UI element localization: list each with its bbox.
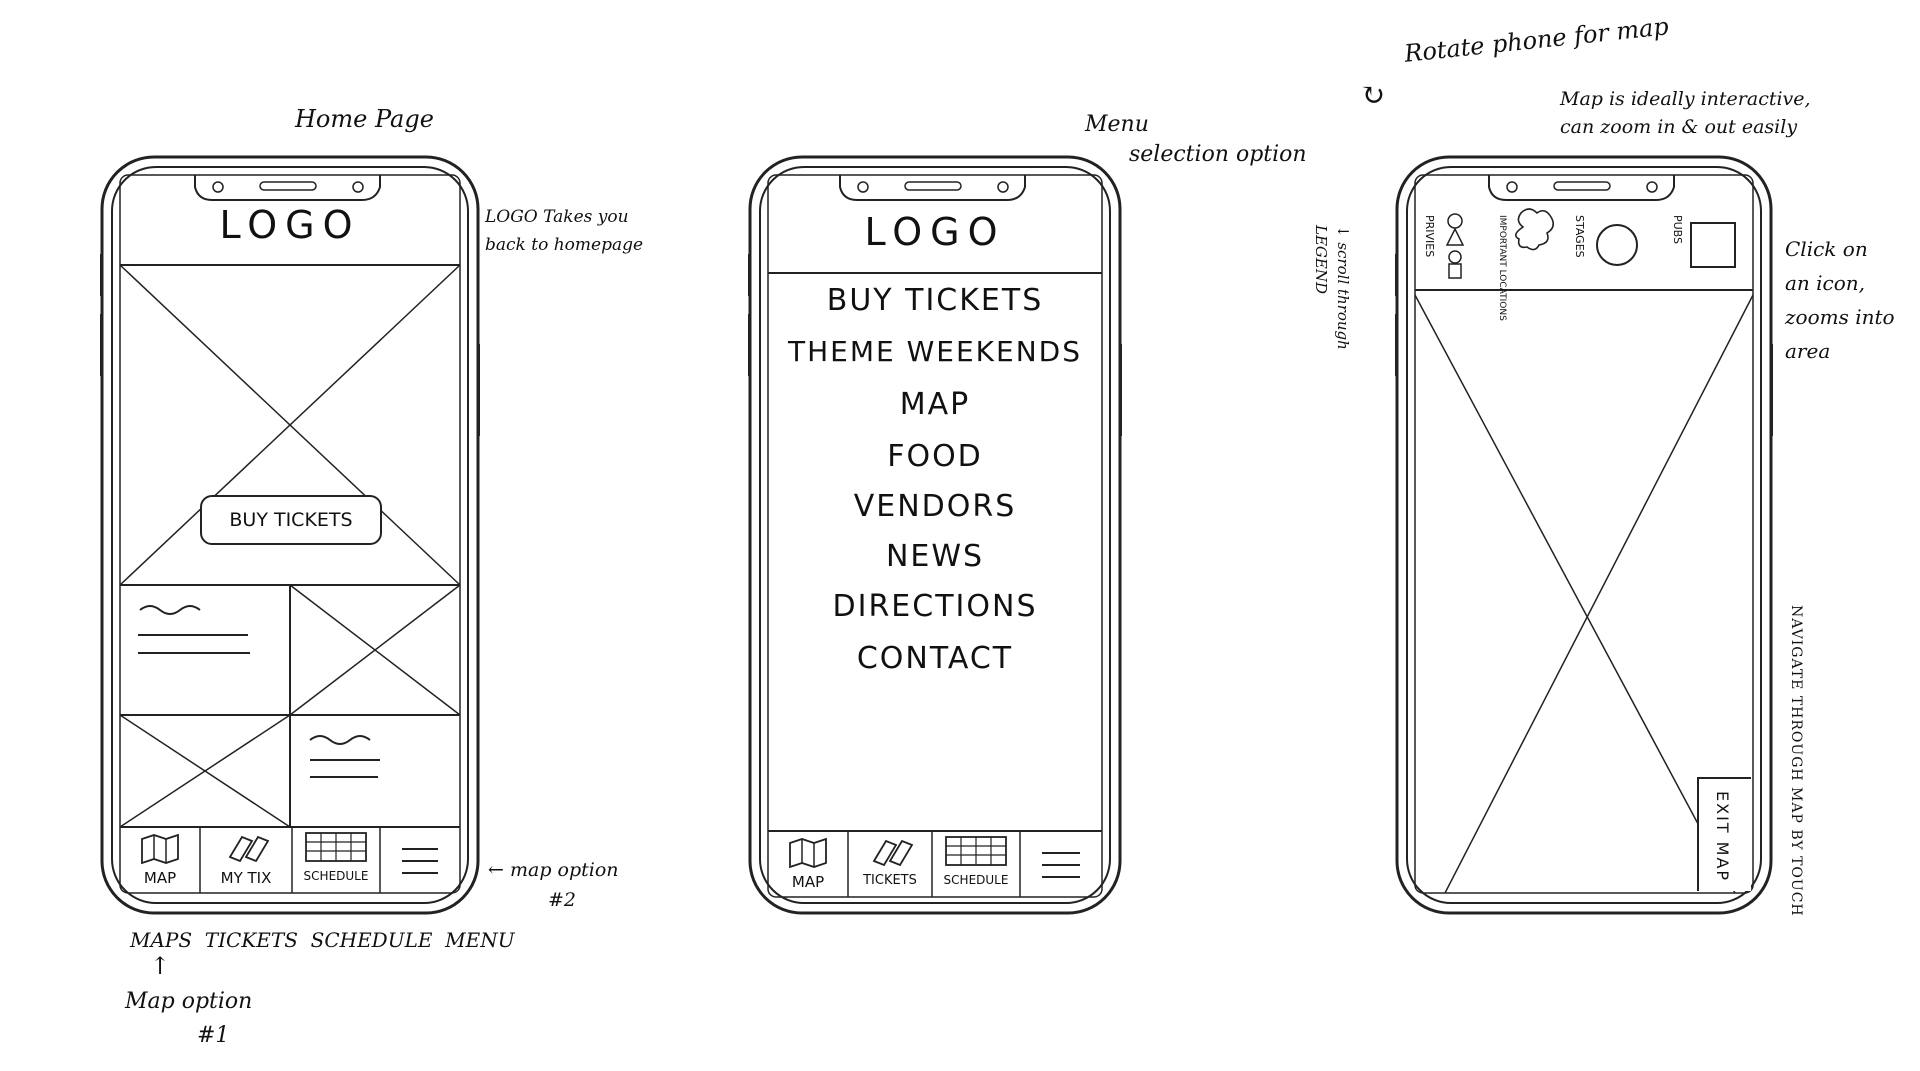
nav-tickets-2-label: TICKETS <box>863 873 917 888</box>
annotation-click-icon-line3: zooms into <box>1785 305 1895 329</box>
nav-menu[interactable] <box>380 827 460 893</box>
annotation-click-icon-line4: area <box>1785 339 1831 363</box>
nav-schedule[interactable]: SCHEDULE <box>292 827 380 893</box>
legend-stages[interactable]: STAGES <box>1573 215 1586 258</box>
annotation-map-interactive-line1: Map is ideally interactive, <box>1560 88 1811 110</box>
nav-map-2-label: MAP <box>791 873 825 891</box>
annotation-home-page: Home Page <box>295 105 434 133</box>
menu-logo[interactable]: LOGO <box>864 210 1006 254</box>
hamburger-icon <box>402 848 438 874</box>
nav-schedule-2-label: SCHEDULE <box>943 873 1009 887</box>
stages-icon <box>1596 224 1638 266</box>
annotation-menu-line1: Menu <box>1085 112 1149 137</box>
annotation-scroll-legend: ↓ scroll through LEGEND <box>1310 225 1354 350</box>
annotation-map-interactive: Map is ideally interactive, can zoom in … <box>1560 85 1811 141</box>
nav-map-2[interactable]: MAP <box>768 831 848 897</box>
annotation-map-option-2-line2: #2 <box>548 889 577 911</box>
nav-my-tix-label: MY TIX <box>220 869 272 887</box>
nav-map[interactable]: MAP <box>120 827 200 893</box>
annotation-click-icon-line2: an icon, <box>1785 271 1866 295</box>
left-arrow-icon: ← <box>488 859 510 881</box>
buy-tickets-label: BUY TICKETS <box>229 509 353 531</box>
nav-menu-2[interactable] <box>1020 831 1102 897</box>
annotation-navigate-map: NAVIGATE THROUGH MAP BY TOUCH <box>1788 605 1804 917</box>
map-icon <box>789 837 827 869</box>
annotation-logo-note-line2: back to homepage <box>485 235 644 255</box>
annotation-menu-line2: selection option <box>1129 142 1307 167</box>
exit-map-button[interactable]: EXIT MAP <box>1697 777 1751 891</box>
menu-item-food[interactable]: FOOD <box>887 439 983 474</box>
phone-map: PRIVIES IMPORTANT LOCATIONS STAGES PUBS … <box>1395 155 1773 915</box>
legend-important-locations[interactable]: IMPORTANT LOCATIONS <box>1497 215 1507 321</box>
nav-schedule-label: SCHEDULE <box>303 869 369 883</box>
down-arrow-icon: ↓ <box>1334 225 1352 243</box>
annotation-menu: Menu selection option <box>1085 110 1307 170</box>
annotation-click-icon-line1: Click on <box>1785 237 1868 261</box>
privies-icon <box>1445 213 1465 279</box>
buy-tickets-button[interactable]: BUY TICKETS <box>200 495 382 545</box>
location-icon <box>1515 208 1555 251</box>
menu-list: BUY TICKETS THEME WEEKENDS MAP FOOD VEND… <box>768 283 1102 823</box>
annotation-rotate-phone: Rotate phone for map <box>1403 12 1670 68</box>
annotation-map-interactive-line2: can zoom in & out easily <box>1560 116 1798 138</box>
menu-item-buy-tickets[interactable]: BUY TICKETS <box>826 283 1044 318</box>
nav-tickets-2[interactable]: TICKETS <box>848 831 932 897</box>
nav-my-tix[interactable]: MY TIX <box>200 827 292 893</box>
hamburger-icon <box>1042 852 1080 878</box>
annotation-map-option-1: Map option #1 <box>125 985 252 1053</box>
exit-map-label: EXIT MAP <box>1713 791 1732 883</box>
nav-map-label: MAP <box>143 869 177 887</box>
map-icon <box>141 833 179 865</box>
annotation-scroll-legend-line1: scroll through <box>1334 242 1352 350</box>
menu-item-vendors[interactable]: VENDORS <box>853 489 1017 524</box>
menu-item-map[interactable]: MAP <box>899 387 971 422</box>
annotation-scroll-legend-line2: LEGEND <box>1312 225 1330 294</box>
calendar-icon <box>945 836 1007 866</box>
calendar-icon <box>305 832 367 862</box>
rotate-icon: ↻ <box>1360 78 1386 113</box>
phone-map-frame <box>1395 155 1773 915</box>
annotation-click-icon: Click on an icon, zooms into area <box>1785 232 1895 368</box>
annotation-bottom-nav: MAPS TICKETS SCHEDULE MENU <box>130 928 515 952</box>
annotation-map-option-1-line1: Map option <box>125 989 253 1014</box>
home-logo[interactable]: LOGO <box>219 203 361 247</box>
legend-pubs[interactable]: PUBS <box>1671 215 1684 245</box>
tickets-icon <box>228 835 270 863</box>
menu-item-theme-weekends[interactable]: THEME WEEKENDS <box>788 335 1082 368</box>
annotation-map-option-2: ← map option #2 <box>488 855 619 915</box>
annotation-logo-note-line1: LOGO Takes you <box>485 207 629 227</box>
phone-home-frame <box>100 155 480 915</box>
menu-item-news[interactable]: NEWS <box>885 539 985 574</box>
annotation-logo-note: LOGO Takes you back to homepage <box>485 203 643 259</box>
pubs-icon <box>1690 222 1736 268</box>
phone-menu: LOGO BUY TICKETS THEME WEEKENDS MAP FOOD… <box>748 155 1122 915</box>
legend-privies[interactable]: PRIVIES <box>1423 215 1436 258</box>
phone-home: LOGO BUY TICKETS MAP MY TIX SCHEDULE <box>100 155 480 915</box>
menu-item-directions[interactable]: DIRECTIONS <box>832 589 1038 624</box>
tickets-icon <box>872 839 914 867</box>
nav-schedule-2[interactable]: SCHEDULE <box>932 831 1020 897</box>
phone-menu-frame <box>748 155 1122 915</box>
menu-item-contact[interactable]: CONTACT <box>856 641 1014 676</box>
up-arrow-icon: ↑ <box>150 952 171 980</box>
annotation-map-option-2-line1: map option <box>509 859 619 881</box>
annotation-map-option-1-line2: #1 <box>197 1023 230 1048</box>
